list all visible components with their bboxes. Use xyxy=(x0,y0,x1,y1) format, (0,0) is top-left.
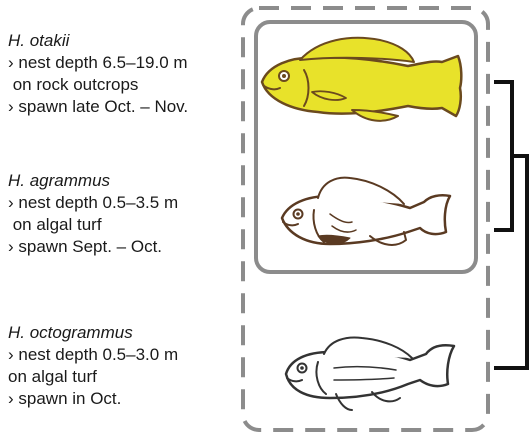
relationship-bracket xyxy=(494,82,527,368)
octogrammus-fish-icon xyxy=(286,338,454,410)
otakii-fish-icon xyxy=(262,38,461,121)
agrammus-fish-icon xyxy=(282,178,450,245)
bracket-inner-pair xyxy=(494,82,512,230)
